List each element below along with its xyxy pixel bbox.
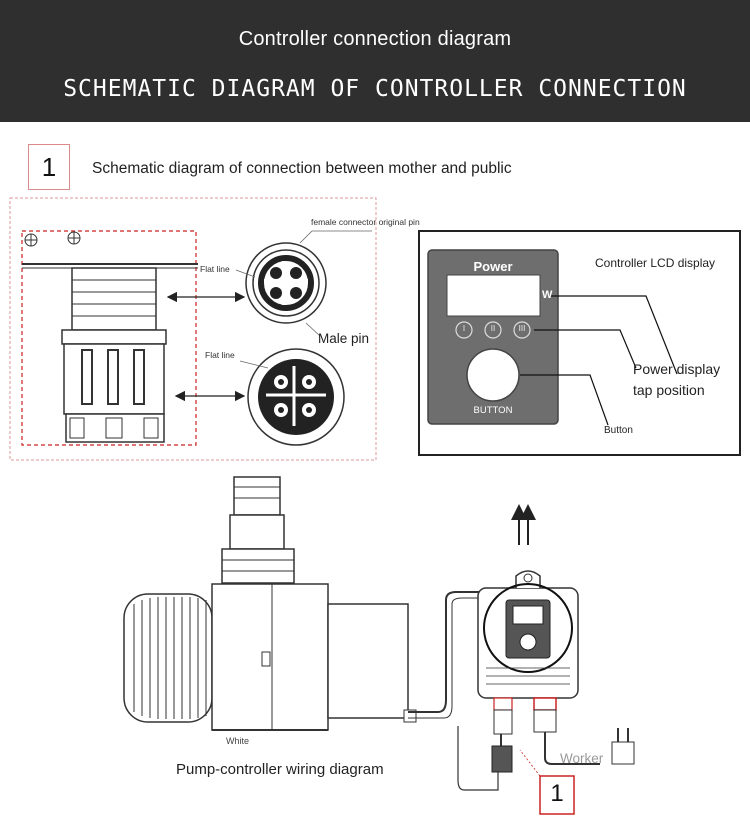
controller-panel [418, 230, 741, 456]
header-title: SCHEMATIC DIAGRAM OF CONTROLLER CONNECTI… [63, 76, 687, 102]
tap-label-3: III [518, 324, 526, 333]
female-connector-label: female connector original pin [311, 217, 420, 227]
male-pin-label: Male pin [318, 331, 370, 346]
controller-power-label: Power [473, 259, 513, 274]
section-number-box: 1 [28, 144, 70, 190]
header-banner: Controller connection diagram SCHEMATIC … [0, 0, 750, 122]
connector-ribbed-neck [71, 267, 157, 331]
lcd-display-callout: Controller LCD display [595, 256, 716, 270]
female-connector-face [245, 242, 327, 324]
tap-position-callout-line1: Power display [633, 361, 721, 377]
plug-icon [611, 728, 635, 765]
tap-label-1: I [462, 324, 466, 333]
controller-button-label: BUTTON [473, 405, 513, 416]
header-subtitle: Controller connection diagram [238, 28, 512, 50]
pump-wiring-diagram [123, 476, 635, 815]
flat-line-label-bottom: Flat line [205, 350, 235, 360]
wiring-marker-number: 1 [550, 780, 564, 807]
controller-unit-label: W [542, 289, 553, 301]
connector-panel [9, 197, 377, 461]
white-wire-label: White [226, 736, 250, 746]
wiring-caption: Pump-controller wiring diagram [176, 761, 384, 778]
male-connector-face [247, 348, 345, 446]
button-callout: Button [604, 425, 633, 436]
crosshair-icon [67, 231, 81, 245]
connector-body [61, 329, 167, 443]
section-title: Schematic diagram of connection between … [92, 160, 512, 177]
flat-line-label-top: Flat line [200, 264, 230, 274]
worker-label: Worker [560, 751, 604, 766]
tap-label-2: II [490, 324, 496, 333]
tap-position-callout-line2: tap position [633, 382, 705, 398]
crosshair-icon [24, 233, 38, 247]
